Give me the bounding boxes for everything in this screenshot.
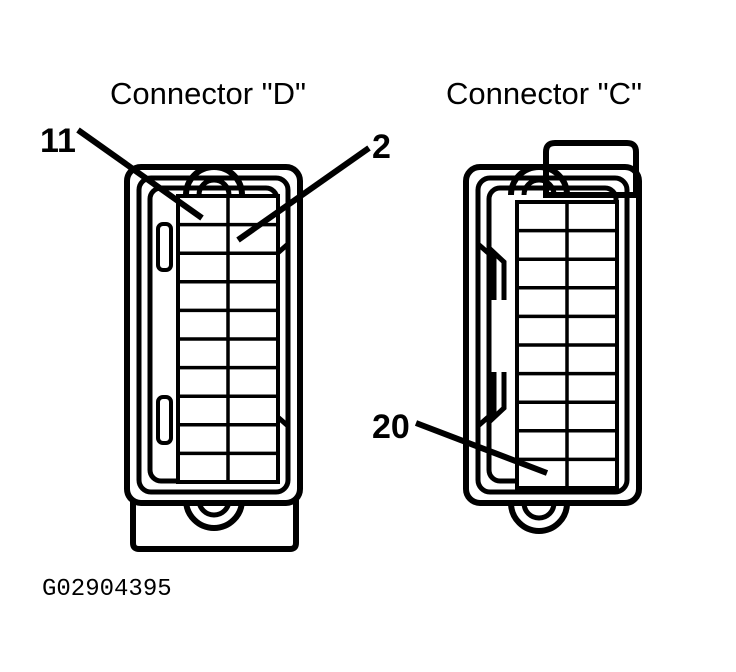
callout-11-leader bbox=[76, 127, 204, 221]
connector-d-bottom-notch-outer bbox=[183, 499, 245, 531]
connector-d-left-slot-lower bbox=[156, 395, 173, 445]
connector-c-title: Connector "C" bbox=[446, 76, 642, 111]
connector-d-body bbox=[124, 164, 303, 552]
callout-20-label: 20 bbox=[372, 408, 410, 446]
callout-2-leader bbox=[236, 145, 371, 243]
connector-c-outer-shell bbox=[463, 164, 642, 506]
connector-d-title: Connector "D" bbox=[110, 76, 306, 111]
connector-d-pin-grid bbox=[176, 194, 280, 484]
connector-c-pin-grid bbox=[515, 200, 619, 490]
connector-d-left-slot-upper bbox=[156, 222, 173, 272]
connector-d-bottom-flange bbox=[130, 500, 299, 552]
figure-id-caption: G02904395 bbox=[42, 576, 172, 603]
connector-d-middle-shell bbox=[136, 175, 291, 495]
connector-c-bottom-arc-inner bbox=[521, 502, 557, 521]
callout-11-label: 11 bbox=[40, 122, 76, 160]
connector-c-latch-lower-inner bbox=[486, 372, 507, 438]
connector-c-latch-lower bbox=[475, 372, 497, 441]
connector-c-latch-upper bbox=[475, 229, 497, 300]
connector-c-bottom-arc-outer bbox=[508, 502, 570, 534]
connector-c-middle-shell bbox=[475, 175, 630, 495]
connector-c-latch-upper-inner bbox=[486, 232, 507, 300]
connector-c-body bbox=[463, 140, 642, 534]
callout-20-leader bbox=[414, 420, 549, 476]
callout-2-label: 2 bbox=[372, 128, 391, 166]
connector-d-outer-shell bbox=[124, 164, 303, 506]
